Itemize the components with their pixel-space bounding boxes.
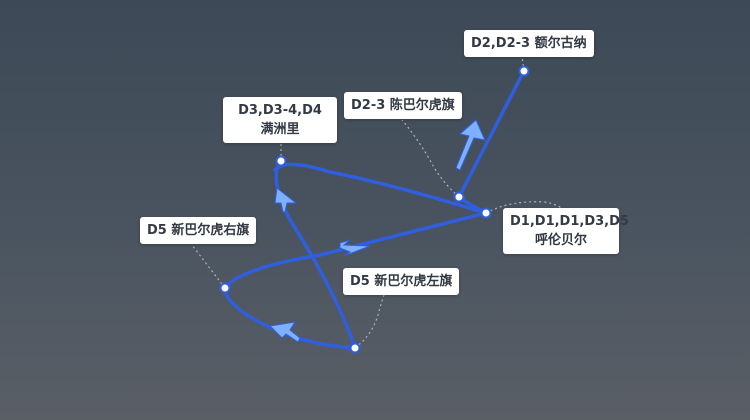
- route-xinbarhu-left-xinbarhu-right-arrow: [268, 321, 301, 343]
- leader-chenbarhu: [401, 119, 460, 198]
- label-xinbarhu-right[interactable]: D5 新巴尔虎右旗: [140, 217, 257, 244]
- label-chenbarhu[interactable]: D2-3 陈巴尔虎旗: [344, 92, 462, 119]
- stop-marker-xinbarhu-left[interactable]: [349, 342, 361, 354]
- route-manzhouli-xinbarhu-left: [274, 159, 357, 350]
- label-hulunbuir[interactable]: D1,D1,D1,D3,D5 呼伦贝尔: [503, 208, 629, 254]
- route-lines: [223, 69, 526, 350]
- route-xinbarhu-left-xinbarhu-right: [223, 286, 357, 350]
- leader-xinbarhu-left: [354, 291, 386, 349]
- route-manzhouli-xinbarhu-left-arrow: [274, 187, 298, 213]
- stop-marker-erguna[interactable]: [518, 65, 530, 77]
- route-xinbarhu-right-hulunbuir: [223, 211, 488, 290]
- label-manzhouli[interactable]: D3,D3-4,D4 满洲里: [223, 97, 337, 143]
- stop-markers: [219, 65, 530, 354]
- leader-hulunbuir: [485, 201, 564, 214]
- route-erguna-chenbarhu: [457, 69, 526, 199]
- direction-arrows: [268, 119, 486, 343]
- stop-marker-hulunbuir[interactable]: [480, 207, 492, 219]
- label-erguna[interactable]: D2,D2-3 额尔古纳: [464, 30, 594, 57]
- stop-marker-manzhouli[interactable]: [275, 155, 287, 167]
- label-xinbarhu-left[interactable]: D5 新巴尔虎左旗: [343, 268, 460, 295]
- route-erguna-chenbarhu-arrow: [455, 119, 486, 171]
- stop-marker-xinbarhu-right[interactable]: [219, 282, 231, 294]
- route-xinbarhu-right-hulunbuir-arrow: [339, 239, 371, 257]
- stop-marker-chenbarhu[interactable]: [453, 191, 465, 203]
- route-hulunbuir-manzhouli: [273, 162, 488, 215]
- leader-xinbarhu-right: [191, 244, 226, 289]
